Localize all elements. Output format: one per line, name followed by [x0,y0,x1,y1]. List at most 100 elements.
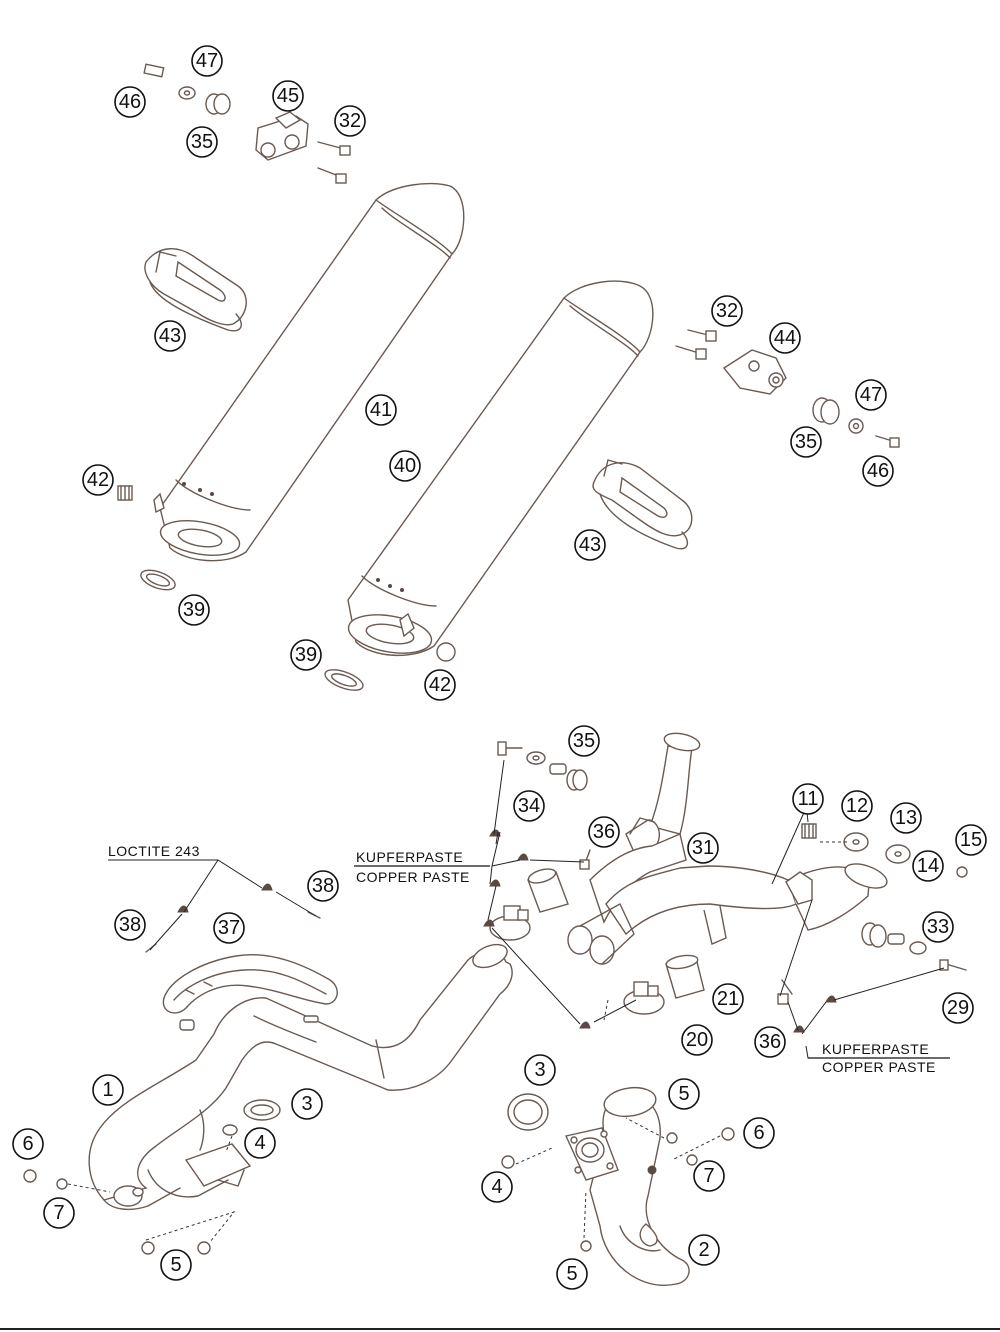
callout-32-top: 32 [334,105,366,137]
svg-text:35: 35 [191,131,213,153]
svg-text:35: 35 [795,431,817,453]
note-loctite: LOCTITE 243 [108,843,200,859]
nut-6-left [23,1169,37,1183]
svg-text:39: 39 [183,599,205,621]
svg-text:45: 45 [277,85,299,107]
callout-7-right: 7 [693,1160,725,1192]
svg-text:44: 44 [774,327,796,349]
plug-42-right [436,642,456,662]
grommet-35-top [205,93,231,115]
callout-6-right: 6 [743,1117,775,1149]
sleeve-left-center [527,868,569,913]
svg-text:38: 38 [312,875,334,897]
svg-text:36: 36 [593,821,615,843]
gasket-3-right [507,1093,549,1131]
grommet-35-right [812,397,840,425]
washer-4-right [501,1155,515,1169]
callout-4-right: 4 [481,1171,513,1203]
callout-33: 33 [922,911,954,943]
svg-text:14: 14 [917,855,939,877]
svg-text:5: 5 [170,1254,181,1276]
svg-text:6: 6 [753,1122,764,1144]
callout-35-right: 35 [790,426,822,458]
front-header-2 [565,1086,690,1286]
svg-text:6: 6 [22,1133,33,1155]
callout-2: 2 [688,1234,720,1266]
grommet-35-center [566,769,588,791]
clamp-20 [623,981,665,1015]
nuts-5-left [141,1241,211,1255]
callout-6-left: 6 [12,1128,44,1160]
svg-text:4: 4 [491,1176,502,1198]
callout-32-right: 32 [711,295,743,327]
callout-12: 12 [841,790,873,822]
svg-text:4: 4 [254,1132,265,1154]
nut-6-right [721,1127,735,1141]
svg-text:32: 32 [339,110,361,132]
svg-text:43: 43 [579,534,601,556]
svg-text:2: 2 [698,1239,709,1261]
svg-text:47: 47 [196,50,218,72]
grommet-33 [861,922,927,955]
callout-36-lower: 36 [754,1026,786,1058]
washer-center [526,751,546,765]
muffler-bracket-43-right [592,459,693,550]
svg-text:42: 42 [87,469,109,491]
note-kupferpaste-upper: KUPFERPASTE [356,849,463,865]
callout-40: 40 [389,450,421,482]
callout-39-left: 39 [178,594,210,626]
note-copper-paste-upper: COPPER PASTE [356,869,470,885]
muffler-bracket-43-left [144,248,247,332]
callout-43-left: 43 [154,320,186,352]
callout-37: 37 [213,912,245,944]
washer-7-right [686,1154,698,1166]
svg-text:35: 35 [573,730,595,752]
callout-47-right: 47 [855,379,887,411]
svg-text:5: 5 [566,1263,577,1285]
svg-text:36: 36 [759,1031,781,1053]
callout-5-right-bottom: 5 [556,1258,588,1290]
heat-shield-37 [162,954,338,1014]
callout-15: 15 [955,824,987,856]
callout-35-center: 35 [568,725,600,757]
callout-7-left: 7 [43,1197,75,1229]
front-header-1 [88,943,513,1211]
nut-5-right-top [666,1132,678,1144]
svg-text:11: 11 [798,788,819,810]
bolt-36-lower [777,979,793,1005]
svg-text:12: 12 [846,795,868,817]
svg-text:15: 15 [960,829,982,851]
bolt-46-top [143,63,165,78]
washer-12 [843,832,869,852]
bolt-top-center [497,741,523,756]
muffler-41 [153,182,465,562]
paste-drops [177,829,837,1033]
gasket-39-right [324,669,364,691]
callout-3-right: 3 [524,1054,556,1086]
svg-text:7: 7 [703,1165,714,1187]
washer-4-left [222,1124,238,1136]
callout-39-right: 39 [290,639,322,671]
callout-21: 21 [712,983,744,1015]
svg-text:29: 29 [947,997,969,1019]
bracket-45 [255,111,309,161]
callout-38-right: 38 [307,870,339,902]
svg-text:21: 21 [717,988,739,1010]
gasket-39-left [140,569,176,591]
rear-header-31 [589,732,888,945]
svg-text:46: 46 [867,460,889,482]
clamp-left-center [489,905,531,941]
callout-3-left: 3 [291,1088,323,1120]
nut-5-right-bottom [580,1240,592,1252]
callout-29: 29 [942,992,974,1024]
washer-47-top [178,86,196,100]
svg-text:46: 46 [119,91,141,113]
callout-44: 44 [769,322,801,354]
svg-text:34: 34 [518,795,540,817]
svg-text:13: 13 [895,807,917,829]
bracket-44 [722,349,787,395]
callout-42-right: 42 [424,669,456,701]
svg-text:31: 31 [692,837,714,859]
callout-34: 34 [513,790,545,822]
